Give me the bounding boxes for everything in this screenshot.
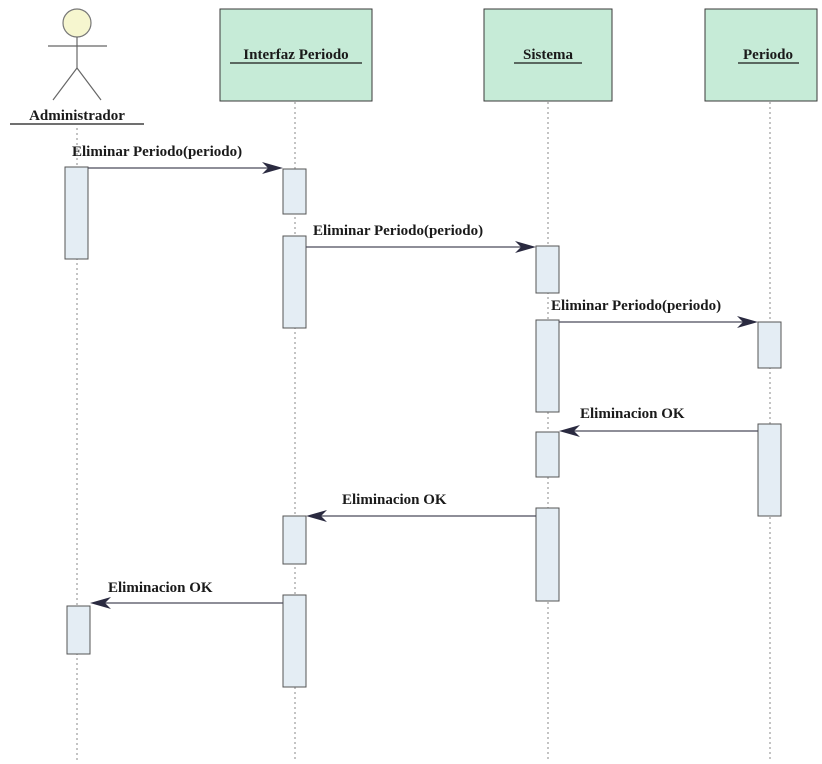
- activation-bar: [757, 321, 782, 369]
- message-label: Eliminacion OK: [342, 492, 447, 508]
- actor-figure-icon: [48, 8, 107, 101]
- object-sistema-label: Sistema: [523, 47, 573, 63]
- activation-bar: [535, 319, 560, 413]
- activation-bar: [282, 168, 307, 215]
- arrowhead-icon: [515, 241, 536, 253]
- message-label: Eliminacion OK: [580, 406, 685, 422]
- activation-bar: [282, 515, 307, 565]
- object-periodo: Periodo: [704, 8, 818, 102]
- activation-bar: [66, 605, 91, 655]
- activation-bar: [64, 166, 89, 260]
- activation-bar: [535, 431, 560, 478]
- message-label: Eliminacion OK: [108, 580, 213, 596]
- activation-bar: [535, 245, 560, 294]
- object-periodo-label: Periodo: [743, 47, 793, 63]
- actor-name: Administrador: [29, 108, 125, 124]
- arrowhead-icon: [559, 425, 580, 437]
- message-label: Eliminar Periodo(periodo): [72, 144, 242, 160]
- activation-bar: [535, 507, 560, 602]
- object-interfaz-periodo: Interfaz Periodo: [219, 8, 373, 102]
- object-sistema: Sistema: [483, 8, 613, 102]
- arrowhead-icon: [737, 316, 758, 328]
- activation-bar: [282, 594, 307, 688]
- message-label: Eliminar Periodo(periodo): [313, 223, 483, 239]
- activation-bar: [282, 235, 307, 329]
- activation-bar: [757, 423, 782, 517]
- object-interfaz-periodo-label: Interfaz Periodo: [243, 47, 348, 63]
- arrowhead-icon: [306, 510, 327, 522]
- message-label: Eliminar Periodo(periodo): [551, 298, 721, 314]
- arrowhead-icon: [262, 162, 283, 174]
- arrowhead-icon: [90, 597, 111, 609]
